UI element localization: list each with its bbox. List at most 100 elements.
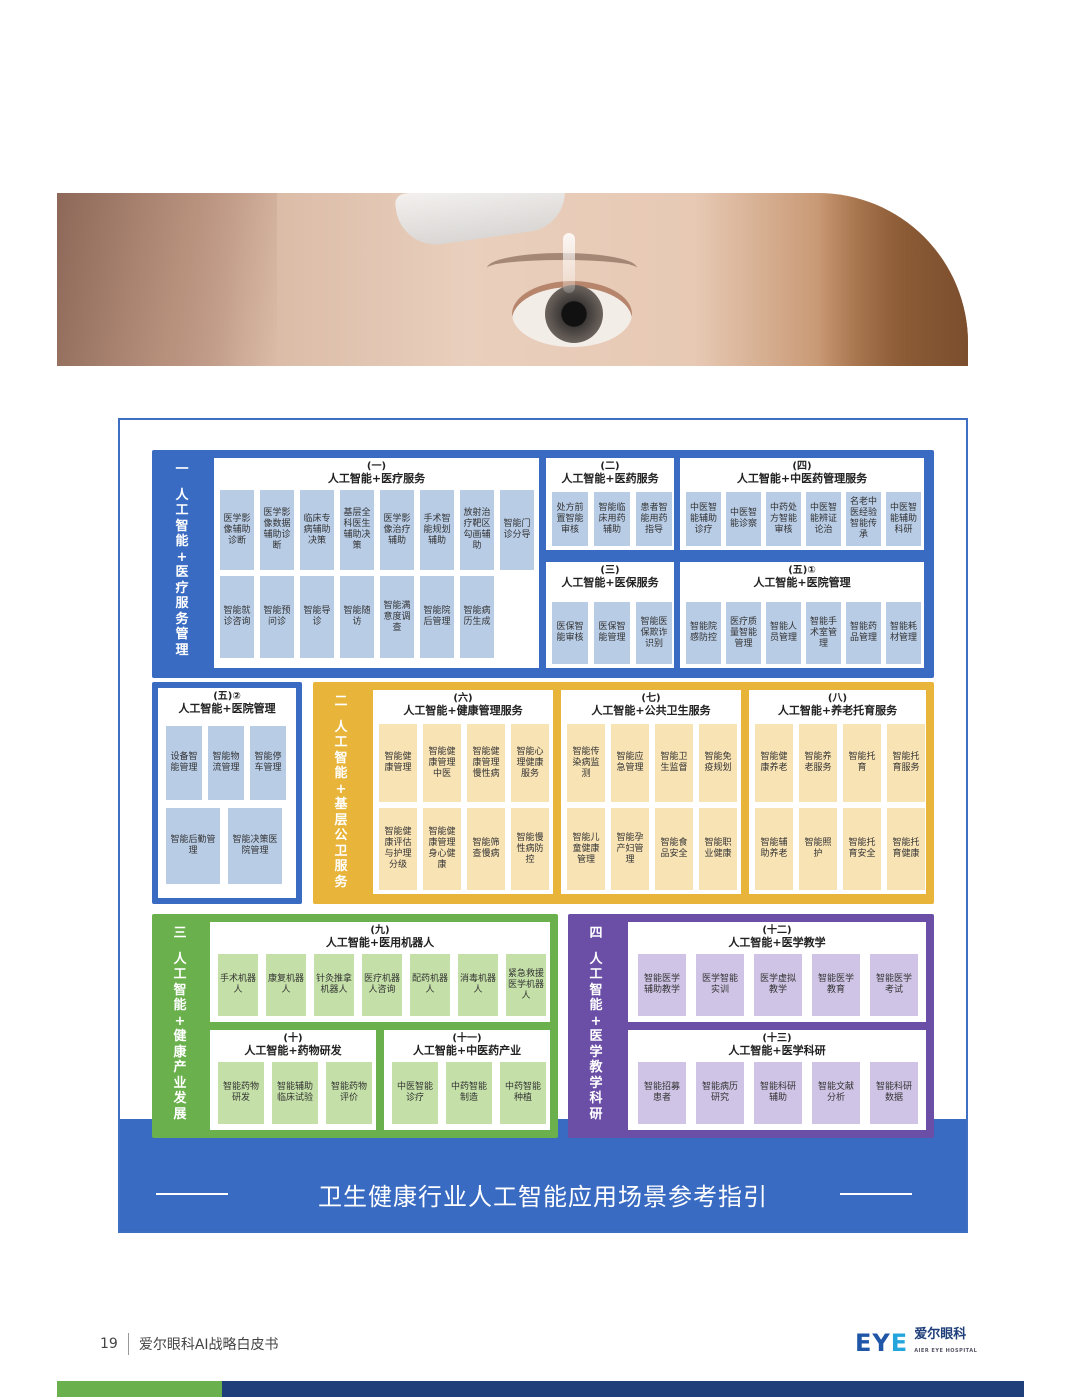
- scenario-tile: 智能免疫规划: [699, 724, 737, 802]
- scenario-tile: 智能健康评估与护理分级: [379, 808, 417, 890]
- scenario-tile: 处方前置智能审核: [552, 492, 588, 546]
- tab-char: 智: [334, 750, 348, 766]
- tab-char: 人: [173, 951, 187, 967]
- tab-char: 服: [175, 596, 189, 611]
- tab-char: 务: [334, 874, 348, 890]
- card-title: 人工智能+医药服务: [561, 472, 659, 485]
- card-medical-research: (十三)人工智能+医学科研 智能招募患者智能病历研究智能科研辅助智能文献分析智能…: [626, 1028, 928, 1132]
- scenario-tile: 设备智能管理: [166, 726, 202, 800]
- hand-shade: [57, 193, 277, 366]
- tab-char: 工: [589, 967, 603, 982]
- tab-char: +: [335, 781, 347, 797]
- logo-name: 爱尔眼科: [914, 1327, 967, 1342]
- card-title: 人工智能+中医药管理服务: [736, 472, 868, 485]
- tab-char: 公: [334, 828, 348, 843]
- scenario-tile: 智能卫生监督: [655, 724, 693, 802]
- tab-char: 能: [173, 998, 187, 1013]
- tab-char: 教: [589, 1060, 603, 1075]
- scenario-tile: 中药智能制造: [446, 1062, 492, 1124]
- scenario-tile: 中医智能辅助科研: [886, 492, 921, 546]
- scenario-tile: 智能辅助临床试验: [272, 1062, 318, 1124]
- section-4-tab: 四人工智能+医学教学科研: [568, 926, 624, 1122]
- scenario-tile: 手术智能规划辅助: [420, 490, 454, 570]
- tab-char: 理: [175, 642, 189, 658]
- tab-char: 四: [589, 926, 603, 941]
- tab-char: 层: [334, 812, 348, 828]
- scenario-tile: 医学虚拟教学: [754, 954, 802, 1016]
- scenario-tile: 智能文献分析: [812, 1062, 860, 1124]
- scenario-tile: 智能传染病监测: [567, 724, 605, 802]
- footer-divider: [127, 1333, 129, 1355]
- card-title: 人工智能+医学科研: [728, 1044, 826, 1057]
- scenario-tile: 医学影像治疗辅助: [380, 490, 414, 570]
- infographic-title: 卫生健康行业人工智能应用场景参考指引: [318, 1183, 768, 1211]
- scenario-tile: 智能医保欺诈识别: [636, 602, 672, 664]
- card-title: 人工智能+药物研发: [244, 1044, 342, 1057]
- scenario-tile: 放射治疗靶区勾画辅助: [460, 490, 494, 570]
- footer-stripe-blue: [222, 1381, 1024, 1397]
- scenario-tile: 智能招募患者: [638, 1062, 686, 1124]
- tab-char: 健: [173, 1029, 187, 1044]
- scenario-tile: 智能医学教育: [812, 954, 860, 1016]
- tab-char: 务: [175, 611, 189, 627]
- scenario-tile: 智能预问诊: [260, 576, 294, 658]
- card-number: (四): [792, 461, 812, 472]
- scenario-tile: 医学智能实训: [696, 954, 744, 1016]
- scenario-tile: 智能手术室管理: [806, 602, 841, 664]
- tab-char: 人: [175, 487, 189, 503]
- infographic-frame: 卫生健康行业人工智能应用场景参考指引 一人工智能+医疗服务管理 (一)人工智能+…: [118, 418, 968, 1233]
- logo-mark-e: E: [890, 1329, 909, 1357]
- document-title: 爱尔眼科AI战略白皮书: [138, 1337, 279, 1353]
- scenario-tile: 智能院后管理: [420, 576, 454, 658]
- tab-char: 展: [173, 1106, 187, 1122]
- card-title: 人工智能+医学教学: [728, 936, 826, 949]
- scenario-tile: 智能辅助养老: [755, 808, 793, 890]
- logo-mark: EYE: [855, 1329, 908, 1357]
- card-number: (五)①: [788, 565, 816, 576]
- tab-char: 工: [175, 503, 189, 518]
- eyebrow: [487, 253, 637, 283]
- card-medical-teaching: (十二)人工智能+医学教学 智能医学辅助教学医学智能实训医学虚拟教学智能医学教育…: [626, 920, 928, 1024]
- hero-photo: [57, 193, 968, 366]
- scenario-tile: 智能病历生成: [460, 576, 494, 658]
- tab-char: 能: [589, 998, 603, 1013]
- card-number: (二): [600, 461, 620, 472]
- tab-char: 发: [173, 1091, 187, 1106]
- tab-char: 三: [173, 926, 187, 941]
- section-education-research: 四人工智能+医学教学科研 (十二)人工智能+医学教学 智能医学辅助教学医学智能实…: [568, 914, 934, 1138]
- iris: [545, 285, 603, 343]
- tab-char: 二: [334, 694, 348, 709]
- card-number: (十): [283, 1033, 303, 1044]
- scenario-tile: 智能健康管理中医: [423, 724, 461, 802]
- card-health-management: (六)人工智能+健康管理服务 智能健康管理智能健康管理中医智能健康管理慢性病智能…: [371, 688, 555, 896]
- scenario-tile: 智能养老服务: [799, 724, 837, 802]
- eye-drop-bottle: [393, 193, 571, 250]
- scenario-tile: 智能停车管理: [250, 726, 286, 800]
- section-health-industry: 三人工智能+健康产业发展 (九)人工智能+医用机器人 手术机器人康复机器人针灸推…: [152, 914, 558, 1138]
- scenario-tile: 智能医学辅助教学: [638, 954, 686, 1016]
- tab-char: 能: [175, 534, 189, 549]
- scenario-tile: 医学影像数据辅助诊断: [260, 490, 294, 570]
- scenario-tile: 智能药物评价: [326, 1062, 372, 1124]
- scenario-tile: 智能科研数据: [870, 1062, 918, 1124]
- tab-char: 科: [589, 1091, 603, 1106]
- tab-char: 智: [175, 518, 189, 534]
- tab-char: 能: [334, 766, 348, 781]
- section-2-tab: 二人工智能+基层公卫服务: [313, 694, 369, 890]
- scenario-tile: 中药智能种植: [500, 1062, 546, 1124]
- scenario-tile: 智能儿童健康管理: [567, 808, 605, 890]
- tab-char: 康: [173, 1044, 187, 1060]
- tab-char: 医: [175, 565, 189, 580]
- card-title: 人工智能+医院管理: [753, 576, 851, 589]
- card-title: 人工智能+中医药产业: [412, 1044, 522, 1057]
- card-title: 人工智能+医保服务: [561, 576, 659, 589]
- card-tcm-industry: (十一)人工智能+中医药产业 中医智能诊疗中药智能制造中药智能种植: [382, 1028, 552, 1132]
- scenario-tile: 智能健康管理慢性病: [467, 724, 505, 802]
- tab-char: 学: [589, 1075, 603, 1091]
- scenario-tile: 智能心理健康服务: [511, 724, 549, 802]
- card-number: (三): [600, 565, 620, 576]
- scenario-tile: 智能院感防控: [686, 602, 721, 664]
